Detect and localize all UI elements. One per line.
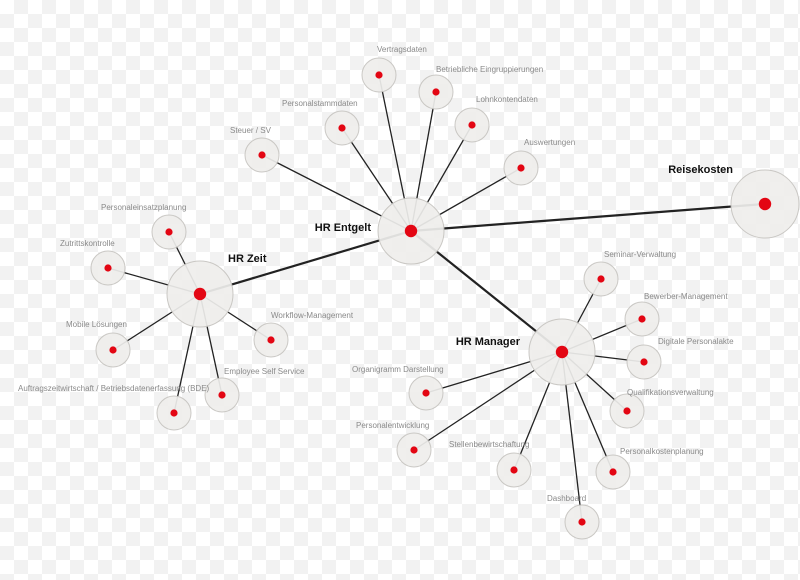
- node-dot-personalkostenplanung: [609, 468, 617, 476]
- node-dot-digitale-personalakte: [640, 358, 648, 366]
- node-dot-steuer-sv: [258, 151, 266, 159]
- node-label-dashboard: Dashboard: [547, 494, 586, 503]
- hub-dot-hr-entgelt: [404, 224, 418, 238]
- node-label-personalentwicklung: Personalentwicklung: [356, 421, 429, 430]
- node-label-betriebliche-eingruppierungen: Betriebliche Eingruppierungen: [436, 65, 543, 74]
- node-dot-auswertungen: [517, 164, 525, 172]
- node-dot-mobile-losungen: [109, 346, 117, 354]
- node-dot-lohnkontendaten: [468, 121, 476, 129]
- node-dot-qualifikationsverwaltung: [623, 407, 631, 415]
- hub-label-hr-zeit: HR Zeit: [228, 253, 267, 265]
- hub-link-hr-entgelt-reisekosten: [410, 202, 766, 233]
- node-label-bewerber-management: Bewerber-Management: [644, 292, 728, 301]
- node-label-organigramm-darstellung: Organigramm Darstellung: [352, 365, 444, 374]
- hub-label-reisekosten: Reisekosten: [668, 164, 733, 176]
- node-label-lohnkontendaten: Lohnkontendaten: [476, 95, 538, 104]
- node-label-steuer-sv: Steuer / SV: [230, 126, 272, 135]
- node-label-mobile-losungen: Mobile Lösungen: [66, 320, 127, 329]
- hub-dot-reisekosten: [758, 197, 772, 211]
- node-dot-dashboard: [578, 518, 586, 526]
- hub-label-hr-manager: HR Manager: [456, 336, 521, 348]
- node-dot-vertragsdaten: [375, 71, 383, 79]
- node-label-employee-self-service: Employee Self Service: [224, 367, 305, 376]
- node-dot-betriebliche-eingruppierungen: [432, 88, 440, 96]
- node-dot-personalentwicklung: [410, 446, 418, 454]
- node-dots: [104, 71, 772, 526]
- node-dot-personalstammdaten: [338, 124, 346, 132]
- node-dot-stellenbewirtschaftung: [510, 466, 518, 474]
- node-label-digitale-personalakte: Digitale Personalakte: [658, 337, 734, 346]
- hub-link-hr-entgelt-hr-zeit: [199, 229, 412, 296]
- node-label-auftragszeitwirtschaft-betriebsdatenerfassung-bde: Auftragszeitwirtschaft / Betriebsdatener…: [18, 384, 210, 393]
- hub-dot-hr-manager: [555, 345, 569, 359]
- node-label-zutrittskontrolle: Zutrittskontrolle: [60, 239, 115, 248]
- node-label-stellenbewirtschaftung: Stellenbewirtschaftung: [449, 440, 530, 449]
- node-label-personalstammdaten: Personalstammdaten: [282, 99, 358, 108]
- node-dot-personaleinsatzplanung: [165, 228, 173, 236]
- node-label-personaleinsatzplanung: Personaleinsatzplanung: [101, 203, 186, 212]
- node-dot-employee-self-service: [218, 391, 226, 399]
- node-label-workflow-management: Workflow-Management: [271, 311, 354, 320]
- node-dot-organigramm-darstellung: [422, 389, 430, 397]
- hub-label-hr-entgelt: HR Entgelt: [315, 222, 372, 234]
- node-label-vertragsdaten: Vertragsdaten: [377, 45, 427, 54]
- hub-dot-hr-zeit: [193, 287, 207, 301]
- node-dot-zutrittskontrolle: [104, 264, 112, 272]
- node-label-personalkostenplanung: Personalkostenplanung: [620, 447, 704, 456]
- node-dot-auftragszeitwirtschaft-betriebsdatenerfassung-bde: [170, 409, 178, 417]
- node-dot-bewerber-management: [638, 315, 646, 323]
- node-label-seminar-verwaltung: Seminar-Verwaltung: [604, 250, 676, 259]
- node-label-auswertungen: Auswertungen: [524, 138, 575, 147]
- node-label-qualifikationsverwaltung: Qualifikationsverwaltung: [627, 388, 714, 397]
- node-dot-seminar-verwaltung: [597, 275, 605, 283]
- node-dot-workflow-management: [267, 336, 275, 344]
